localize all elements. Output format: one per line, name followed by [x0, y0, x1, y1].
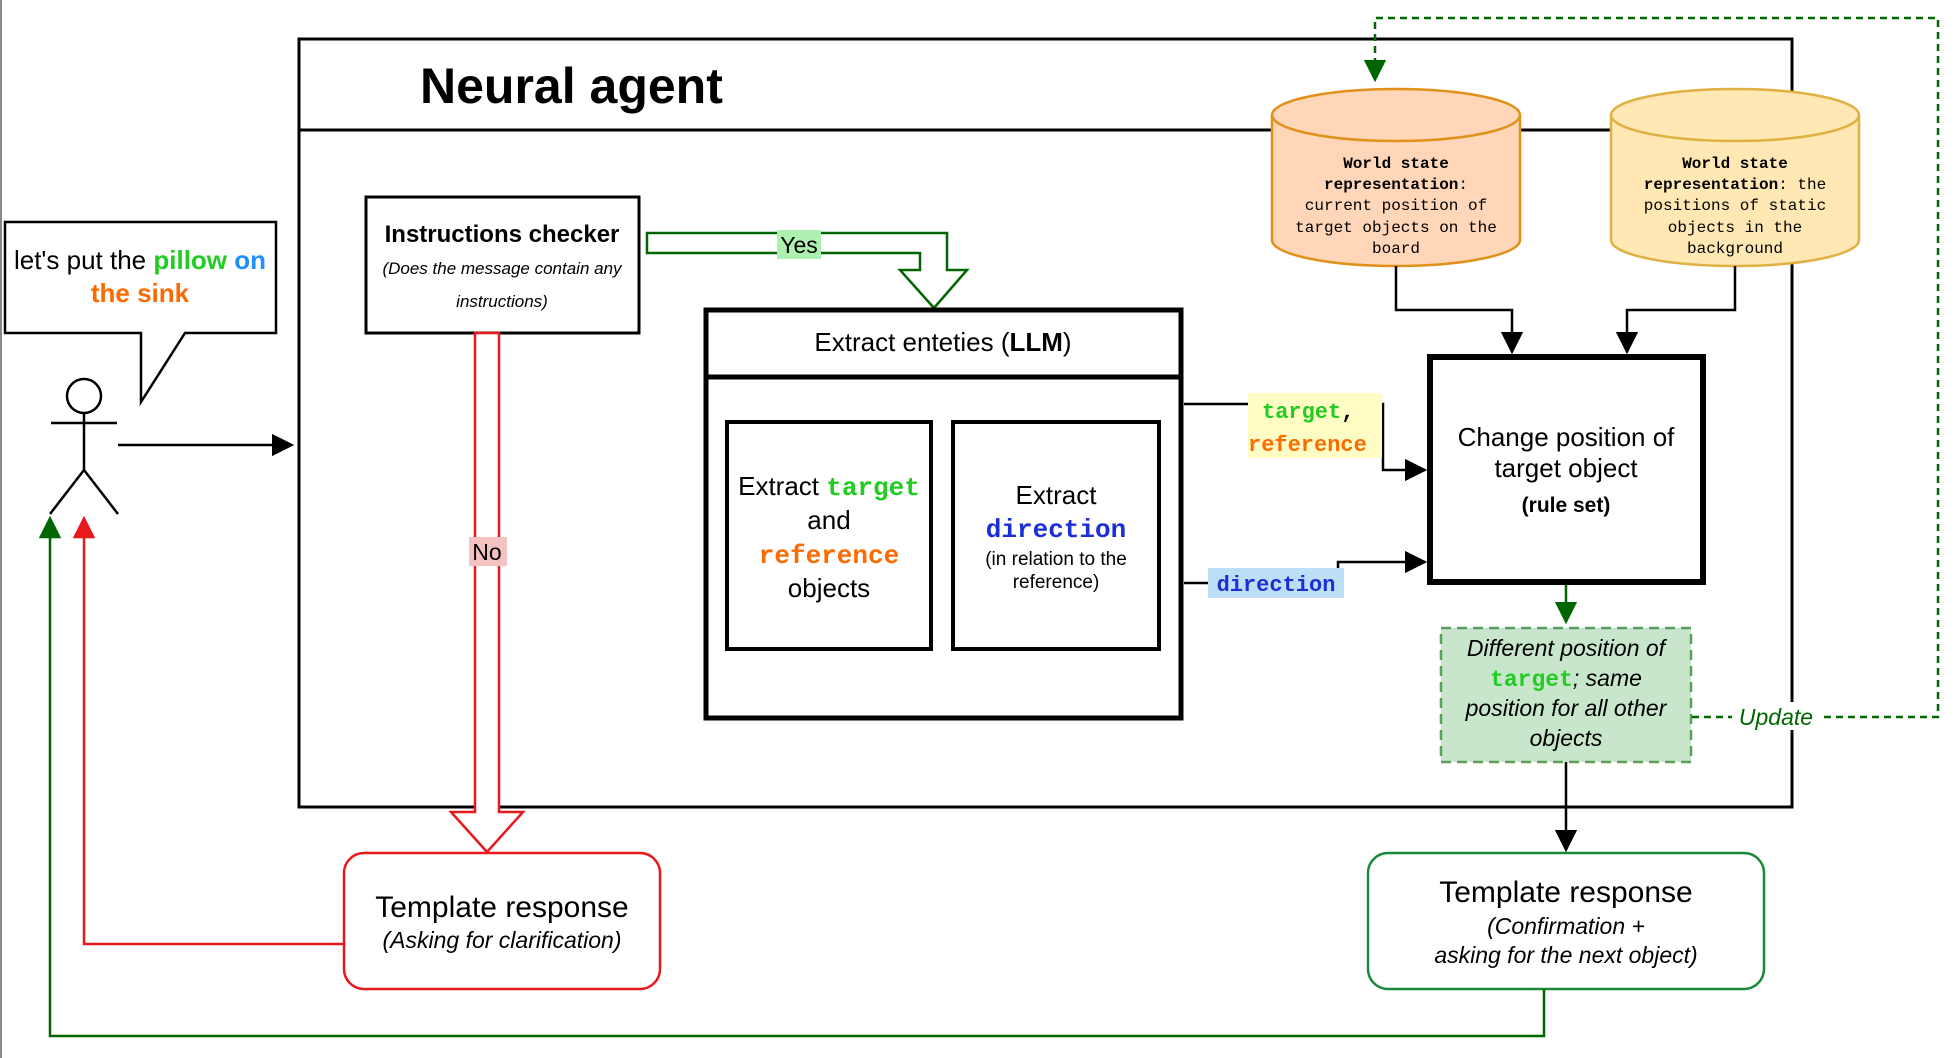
speech-reference: the sink: [91, 278, 190, 308]
speech-target: pillow: [153, 245, 227, 275]
extract-left-line4: objects: [788, 573, 870, 603]
out-target: target: [1262, 400, 1341, 425]
extract-left-line1: Extract: [738, 471, 826, 501]
clarify-subtitle: (Asking for clarification): [382, 927, 621, 953]
checker-subtitle-1: (Does the message contain any: [382, 259, 623, 278]
result-rest2: ; same: [1573, 665, 1642, 691]
db-static-rest2: : the: [1778, 176, 1826, 194]
extract-right-note2: reference): [1013, 572, 1100, 593]
change-line2: target object: [1494, 453, 1638, 483]
result-line3: position for all other: [1465, 695, 1668, 721]
update-label: Update: [1739, 704, 1813, 730]
db-static-bold2: representation: [1644, 176, 1778, 194]
db-dynamic-connector: [1394, 266, 1524, 355]
extract-entities-box: Extract enteties (LLM) Extract target an…: [703, 307, 1184, 721]
no-arrow: [448, 331, 526, 854]
extract-right-direction: direction: [986, 515, 1126, 545]
result-line4: objects: [1530, 725, 1603, 751]
confirm-title: Template response: [1439, 876, 1692, 909]
extract-header-suffix: ): [1063, 327, 1072, 357]
yes-label-bg: [777, 230, 821, 259]
extract-left-target: target: [826, 473, 920, 503]
extract-header-prefix: Extract enteties (: [814, 327, 1009, 357]
confirm-subtitle-1: (Confirmation +: [1487, 913, 1645, 939]
db-static-connector: [1615, 266, 1737, 355]
svg-text:Extract enteties (LLM): Extract enteties (LLM): [814, 327, 1071, 357]
template-response-clarification: Template response (Asking for clarificat…: [342, 851, 662, 991]
confirm-subtitle-2: asking for the next object): [1434, 942, 1697, 968]
out-reference: reference: [1248, 433, 1367, 458]
instructions-checker-box: Instructions checker (Does the message c…: [364, 195, 641, 335]
change-position-box: Change position of target object (rule s…: [1427, 354, 1706, 585]
db-static-line4: objects in the: [1668, 219, 1802, 237]
db-static-line3: positions of static: [1644, 197, 1826, 215]
db-dynamic-bold2: representation: [1324, 176, 1458, 194]
svg-text:representation:: representation:: [1324, 176, 1468, 194]
svg-text:Extract target: Extract target: [738, 471, 920, 503]
svg-text:target; same: target; same: [1490, 665, 1642, 693]
clarify-to-user-arrow: [72, 515, 344, 946]
result-target: target: [1490, 667, 1573, 693]
neural-agent-container: Neural agent: [297, 37, 1794, 809]
out-direction: direction: [1217, 573, 1336, 598]
checker-title: Instructions checker: [385, 221, 620, 248]
db-dynamic-line4: target objects on the: [1295, 219, 1497, 237]
db-static-bold1: World state: [1682, 155, 1788, 173]
extract-right-note1: (in relation to the: [985, 549, 1127, 570]
update-loop: [1363, 16, 1940, 719]
no-label: No: [472, 539, 501, 565]
extract-right-line1: Extract: [1016, 480, 1098, 510]
direction-label-bg: [1208, 568, 1344, 598]
change-line3: (rule set): [1522, 494, 1611, 517]
confirm-to-user-arrow: [38, 515, 1546, 1038]
world-state-static-db: World state representation: the position…: [1609, 87, 1861, 268]
out-comma: ,: [1341, 400, 1354, 425]
svg-text:representation: the: representation: the: [1644, 176, 1826, 194]
checker-subtitle-2: instructions): [456, 292, 548, 311]
svg-text:let's put the pillow on: let's put the pillow on: [14, 245, 266, 275]
result-box: Different position of target; same posit…: [1439, 626, 1693, 764]
db-dynamic-line5: board: [1372, 240, 1420, 258]
extract-left-line2: and: [807, 505, 850, 535]
speech-relation: on: [234, 245, 266, 275]
update-label-bg: [1732, 702, 1820, 730]
svg-text:target,: target,: [1262, 400, 1354, 425]
db-dynamic-colon: :: [1458, 176, 1468, 194]
change-line1: Change position of: [1458, 422, 1676, 452]
user-icon: [49, 377, 119, 515]
extract-target-reference-box: [725, 420, 933, 651]
yes-label: Yes: [780, 232, 818, 258]
clarify-title: Template response: [375, 891, 628, 924]
extract-direction-box: [951, 420, 1161, 651]
user-speech-bubble: let's put the pillow on the sink: [3, 220, 278, 407]
result-line1: Different position of: [1467, 635, 1668, 661]
template-response-confirmation: Template response (Confirmation + asking…: [1366, 851, 1766, 991]
extract-header-llm: LLM: [1009, 327, 1062, 357]
db-dynamic-line3: current position of: [1305, 197, 1487, 215]
speech-prefix: let's put the: [14, 245, 153, 275]
target-reference-label-bg: [1248, 393, 1382, 458]
world-state-dynamic-db: World state representation: current posi…: [1270, 87, 1522, 268]
db-dynamic-bold1: World state: [1343, 155, 1449, 173]
extract-left-reference: reference: [759, 541, 899, 571]
agent-title: Neural agent: [420, 58, 723, 114]
db-static-line5: background: [1687, 240, 1783, 258]
no-label-bg: [469, 537, 507, 566]
